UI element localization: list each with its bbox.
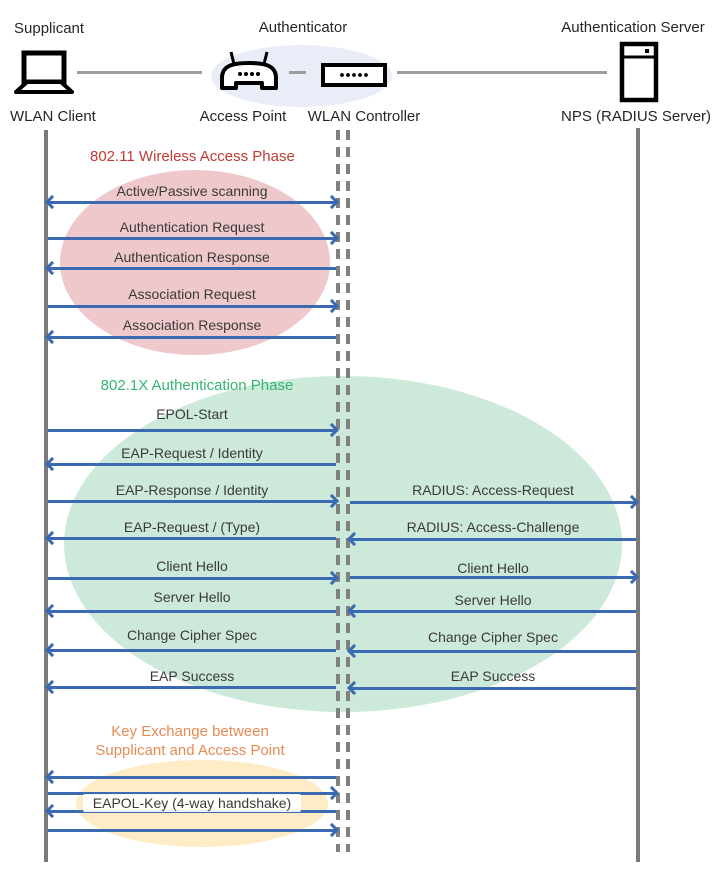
message-arrow [48,298,340,314]
message-label: RADIUS: Access-Request [412,482,574,498]
message-label: EAP Success [149,668,235,684]
lifeline-authentication-server [636,128,640,862]
message-arrow [44,194,340,210]
message-arrow [48,422,340,438]
phase2-ellipse [64,376,622,712]
message-label: Client Hello [457,560,529,576]
message-arrow [44,679,336,695]
lifeline-supplicant [44,130,48,862]
device-wlan-controller: WLAN Controller [307,108,421,125]
message-label: Server Hello [153,589,231,605]
message-arrow [350,569,640,585]
laptop-icon [13,50,75,101]
message-arrow [44,456,336,472]
message-label: EAP Success [450,668,536,684]
message-label: Authentication Request [119,219,265,235]
link-controller-server [397,71,607,74]
message-arrow [44,329,336,345]
message-arrow [48,493,340,509]
phase1-ellipse [60,170,330,355]
link-client-ap [77,71,202,74]
message-label: EPOL-Start [156,406,228,422]
message-arrow [44,642,336,658]
message-arrow [44,260,336,276]
device-nps-radius-server: NPS (RADIUS Server) [561,108,712,125]
message-arrow [346,680,636,696]
device-access-point: Access Point [199,108,287,125]
phase3-title-line2: Supplicant and Access Point [95,742,285,759]
message-label: EAPOL-Key (4-way handshake) [48,794,336,812]
message-arrow [346,643,636,659]
message-label: Authentication Response [114,249,270,265]
link-ap-controller [289,71,306,74]
device-wlan-client: WLAN Client [10,108,96,125]
role-supplicant: Supplicant [14,20,85,37]
message-label: Client Hello [156,558,228,574]
message-label: EAP-Response / Identity [115,482,269,498]
message-arrow [44,603,336,619]
lifeline-authenticator-dashed-1 [336,130,340,852]
message-arrow [346,531,636,547]
role-authentication-server: Authentication Server [561,19,705,36]
message-arrow [44,530,336,546]
server-icon [619,41,659,108]
message-arrow [48,785,340,801]
message-arrow [44,769,336,785]
message-arrow [346,603,636,619]
message-label: EAP-Request / Identity [121,445,263,461]
message-label: Change Cipher Spec [127,627,257,643]
phase3-title-line1: Key Exchange between [111,723,269,740]
message-label: Server Hello [454,592,532,608]
message-arrow [48,570,340,586]
message-arrow [350,494,640,510]
role-authenticator: Authenticator [258,19,348,36]
phase1-title: 802.11 Wireless Access Phase [90,148,295,165]
phase2-title: 802.1X Authentication Phase [100,377,294,394]
message-arrow [48,230,340,246]
message-label: Association Request [128,286,256,302]
message-label: Active/Passive scanning [116,183,268,199]
message-label: RADIUS: Access-Challenge [406,519,580,535]
message-label: Change Cipher Spec [428,629,558,645]
message-label: EAP-Request / (Type) [123,519,261,535]
wlan-controller-icon [321,63,387,92]
access-point-icon [217,50,281,97]
phase3-title: Key Exchange between Supplicant and Acce… [90,722,290,760]
message-arrow [48,822,340,838]
lifeline-authenticator-dashed-2 [346,130,350,852]
message-label: Association Response [122,317,262,333]
